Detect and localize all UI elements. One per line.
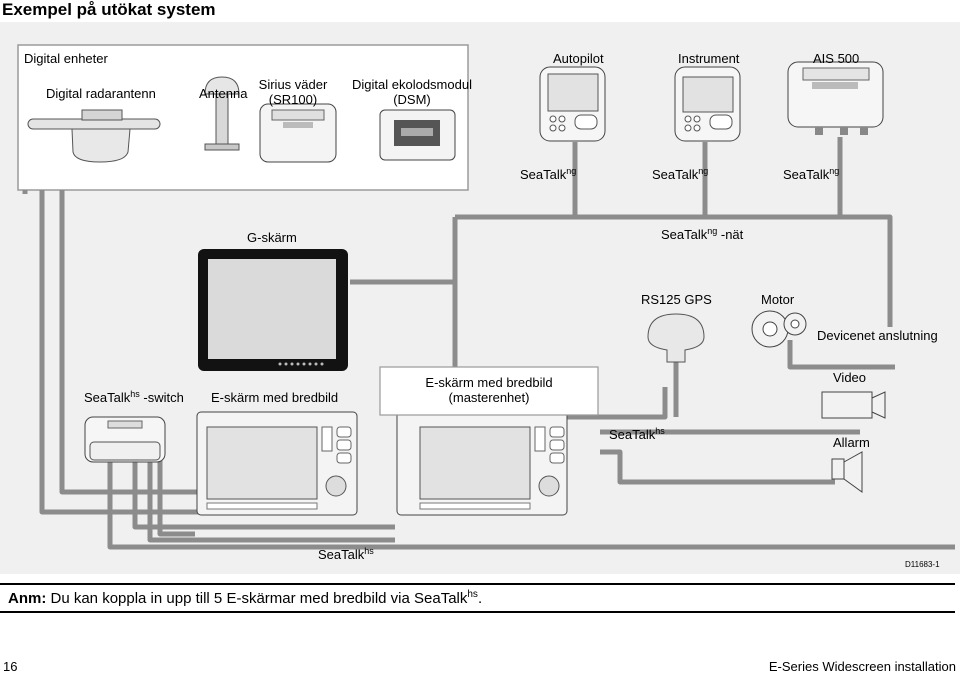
seatalk-hs-switch-3 xyxy=(157,442,195,537)
seatalk-hs-label-bottom: SeaTalkhs xyxy=(318,546,374,562)
seatalk-ng-label-1: SeaTalkng xyxy=(520,166,577,182)
digital-units-title: Digital enheter xyxy=(24,51,108,66)
seatalk-hs-bottom xyxy=(107,442,955,550)
e-screen-label: E-skärm med bredbild xyxy=(211,390,339,405)
ais-label: AIS 500 xyxy=(813,51,860,66)
seatalk-hs-switch-1 xyxy=(132,442,395,530)
dsm-label: Digital ekolodsmodul xyxy=(352,77,472,92)
cables xyxy=(22,137,955,550)
note-text: Anm: Du kan koppla in upp till 5 E-skärm… xyxy=(8,589,483,607)
seatalk-hs-cable-radar xyxy=(39,190,212,515)
motor-label: Motor xyxy=(761,292,795,307)
autopilot-control-icon xyxy=(539,66,606,142)
seatalk-hs-label-right: SeaTalkhs xyxy=(609,426,665,442)
sirius-receiver-icon xyxy=(259,103,337,163)
seatalk-hs-switch-2 xyxy=(147,442,395,543)
seatalk-hs-switch-label: SeaTalkhs -switch xyxy=(84,389,184,405)
video-camera-icon xyxy=(821,391,886,419)
alarm-cable xyxy=(600,449,835,485)
dsm-sub: (DSM) xyxy=(393,92,431,107)
master-label: E-skärm med bredbild xyxy=(425,375,553,390)
sirius-antenna-icon xyxy=(204,76,240,151)
note-box: Anm: Du kan koppla in upp till 5 E-skärm… xyxy=(0,583,955,613)
seatalk-ng-backbone xyxy=(455,214,893,327)
seatalk-hs-switch-icon xyxy=(84,416,166,463)
doc-title: E-Series Widescreen installation xyxy=(768,659,956,674)
g-screen-icon xyxy=(198,249,348,371)
e-screen-master-icon xyxy=(379,366,599,516)
seatalk-ng-net-label: SeaTalkng -nät xyxy=(661,226,744,242)
ais-transceiver-icon xyxy=(787,61,884,135)
sirius-sub: (SR100) xyxy=(268,92,318,107)
gps-label: RS125 GPS xyxy=(641,292,712,307)
diagram-canvas xyxy=(17,44,955,550)
video-label: Video xyxy=(833,370,867,385)
sirius-label-group: Sirius väder (SR100) xyxy=(256,77,330,107)
alarm-label: Allarm xyxy=(833,435,870,450)
seatalk-ng-label-2: SeaTalkng xyxy=(652,166,709,182)
system-diagram: Digital enheter Digital radarantenn Ante… xyxy=(0,22,960,574)
page-number: 16 xyxy=(3,659,18,674)
radar-label: Digital radarantenn xyxy=(46,86,156,101)
instrument-label: Instrument xyxy=(678,51,740,66)
seatalk-ng-label-3: SeaTalkng xyxy=(783,166,840,182)
e-screen-wide-icon xyxy=(196,411,358,516)
instrument-display-icon xyxy=(674,66,741,142)
alarm-horn-icon xyxy=(831,451,863,493)
dsm-module-icon xyxy=(379,109,456,161)
dsm-label-group: Digital ekolodsmodul (DSM) xyxy=(350,77,474,107)
devicenet-label: Devicenet anslutning xyxy=(817,328,938,343)
gps-antenna-icon xyxy=(647,313,705,363)
autopilot-label: Autopilot xyxy=(553,51,604,66)
master-label-group: E-skärm med bredbild (masterenhet) xyxy=(425,375,553,405)
devicenet-cable xyxy=(787,340,895,370)
radar-antenna-icon xyxy=(27,109,161,163)
sirius-label: Sirius väder xyxy=(258,77,328,92)
page-title: Exempel på utökat system xyxy=(2,0,216,19)
antenna-label: Antenna xyxy=(199,86,248,101)
master-sub: (masterenhet) xyxy=(448,390,530,405)
gps-to-display xyxy=(565,387,668,420)
motor-gear-icon xyxy=(751,310,807,348)
figure-id: D11683-1 xyxy=(905,560,940,569)
g-screen-label: G-skärm xyxy=(247,230,297,245)
